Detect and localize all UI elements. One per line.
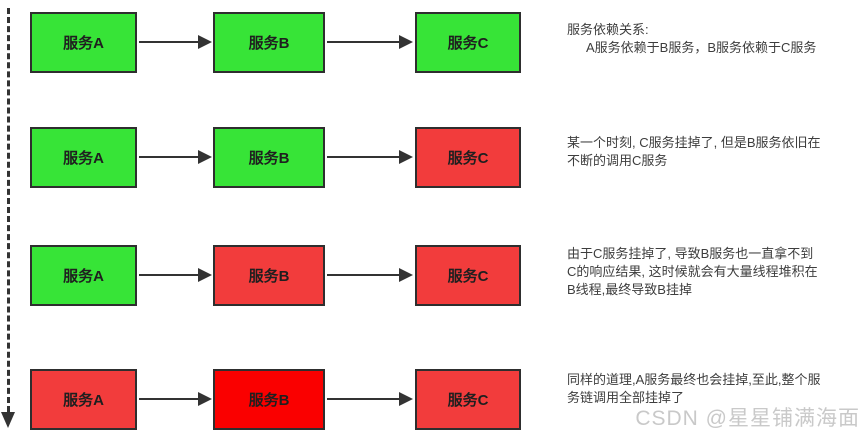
service-c-box-row4: 服务C <box>415 369 521 430</box>
description-row2-line2: 不断的调用C服务 <box>567 153 668 168</box>
description-row3-line1: 由于C服务挂掉了, 导致B服务也一直拿不到 <box>567 246 814 261</box>
service-c-box-row3: 服务C <box>415 245 521 306</box>
right-arrow-icon-b-to-c-row2 <box>327 150 413 164</box>
service-b-box-row1: 服务B <box>213 12 325 73</box>
description-row4-line2: 务链调用全部挂掉了 <box>567 390 685 405</box>
timeline-dashed-line <box>7 8 10 412</box>
description-row1-line1: 服务依赖关系: <box>567 22 649 37</box>
right-arrow-icon-a-to-b-row4 <box>139 392 212 406</box>
description-row3: 由于C服务挂掉了, 导致B服务也一直拿不到 C的响应结果, 这时候就会有大量线程… <box>567 245 863 299</box>
right-arrow-icon-a-to-b-row2 <box>139 150 212 164</box>
description-row2: 某一个时刻, C服务挂掉了, 但是B服务依旧在 不断的调用C服务 <box>567 134 863 170</box>
right-arrow-icon-a-to-b-row1 <box>139 35 212 49</box>
service-c-box-row1: 服务C <box>415 12 521 73</box>
service-c-box-row2: 服务C <box>415 127 521 188</box>
right-arrow-icon-b-to-c-row3 <box>327 268 413 282</box>
description-row1-line2: A服务依赖于B服务，B服务依赖于C服务 <box>586 40 817 55</box>
service-a-box-row3: 服务A <box>30 245 137 306</box>
timeline-down-dashed-arrow-icon <box>1 8 23 432</box>
right-arrow-icon-b-to-c-row1 <box>327 35 413 49</box>
right-arrow-icon-b-to-c-row4 <box>327 392 413 406</box>
description-row3-line3: B线程,最终导致B挂掉 <box>567 282 692 297</box>
description-row1: 服务依赖关系: A服务依赖于B服务，B服务依赖于C服务 <box>567 21 863 57</box>
service-b-box-row3: 服务B <box>213 245 325 306</box>
service-a-box-row1: 服务A <box>30 12 137 73</box>
description-row2-line1: 某一个时刻, C服务挂掉了, 但是B服务依旧在 <box>567 135 821 150</box>
description-row4: 同样的道理,A服务最终也会挂掉,至此,整个服 务链调用全部挂掉了 <box>567 371 863 407</box>
service-b-box-row4: 服务B <box>213 369 325 430</box>
description-row4-line1: 同样的道理,A服务最终也会挂掉,至此,整个服 <box>567 372 821 387</box>
service-b-box-row2: 服务B <box>213 127 325 188</box>
service-a-box-row4: 服务A <box>30 369 137 430</box>
service-a-box-row2: 服务A <box>30 127 137 188</box>
description-row3-line2: C的响应结果, 这时候就会有大量线程堆积在 <box>567 264 818 279</box>
csdn-watermark: CSDN @星星铺满海面 <box>635 407 860 430</box>
timeline-arrowhead-icon <box>1 412 15 428</box>
right-arrow-icon-a-to-b-row3 <box>139 268 212 282</box>
